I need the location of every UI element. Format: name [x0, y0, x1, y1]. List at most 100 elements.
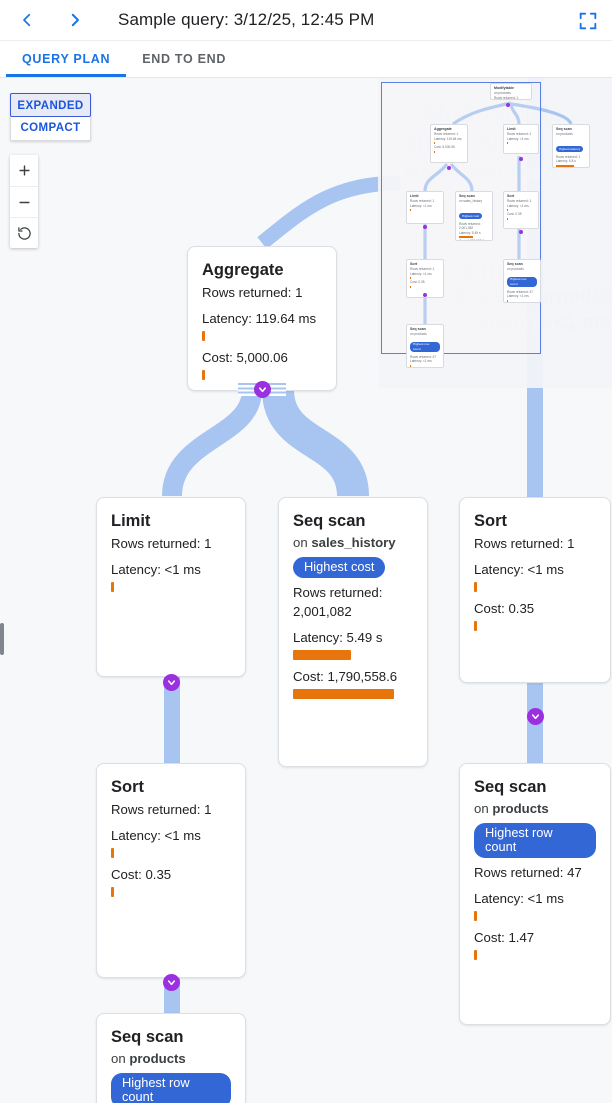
- minimap-node-title: Limit: [507, 127, 516, 131]
- node-relation: on products: [111, 1049, 231, 1068]
- node-rows-returned: Rows returned: 1: [111, 536, 212, 551]
- node-latency: Latency: 5.49 s: [293, 630, 383, 645]
- minimap-cost-bar: [410, 285, 412, 288]
- plan-node-limit[interactable]: Limit Rows returned: 1 Latency: <1 ms: [96, 497, 246, 677]
- minimap-collapse-dot[interactable]: [519, 230, 523, 234]
- latency-bar: [202, 331, 205, 341]
- minimap-node-relation: on products: [507, 267, 524, 271]
- collapse-toggle-sort-left[interactable]: [163, 974, 180, 991]
- minimap-node-title: Seq scan: [459, 194, 475, 198]
- on-label: on: [474, 801, 489, 816]
- plan-node-aggregate[interactable]: Aggregate Rows returned: 1 Latency: 119.…: [187, 246, 337, 391]
- plan-canvas[interactable]: Modifytable on products Rows returned Li…: [0, 78, 612, 1103]
- minimap-node-cost: Cost: 0.35: [507, 212, 522, 217]
- plan-node-seq-scan-sales-history[interactable]: Seq scan on sales_history Highest cost R…: [278, 497, 428, 767]
- view-mode-expanded[interactable]: EXPANDED: [10, 93, 91, 117]
- node-rows-returned: Rows returned: 2,001,082: [293, 585, 383, 619]
- cost-bar: [474, 950, 477, 960]
- minimap-latency-bar: [507, 209, 509, 212]
- node-cost: Cost: 1,790,558.6: [293, 669, 398, 684]
- node-relation: on products: [474, 799, 596, 818]
- zoom-controls: [10, 155, 38, 248]
- minimap-node-badge: Highest row count: [507, 276, 537, 287]
- zoom-in-button[interactable]: [10, 155, 38, 186]
- minimap-node-badge: Highest row count: [410, 341, 440, 352]
- plan-node-sort-right[interactable]: Sort Rows returned: 1 Latency: <1 ms Cos…: [459, 497, 611, 683]
- minimap-node-rows: Rows returned: 1: [556, 154, 581, 159]
- status-badge-highest-cost[interactable]: Highest cost: [293, 557, 386, 578]
- zoom-reset-button[interactable]: [10, 217, 38, 248]
- node-cost: Cost: 5,000.06: [202, 350, 288, 365]
- minimap-collapse-dot[interactable]: [447, 166, 451, 170]
- back-arrow-icon[interactable]: [10, 3, 44, 37]
- minimap-latency-bar: [459, 236, 473, 239]
- minimap-latency-bar: [410, 364, 412, 367]
- cost-bar: [293, 689, 394, 699]
- node-rows-returned: Rows returned: 47: [474, 865, 582, 880]
- minimap-node-rows: Rows returned: 1: [494, 95, 519, 100]
- minimap-collapse-dot[interactable]: [423, 225, 427, 229]
- minimap-latency-bar: [556, 164, 574, 167]
- minimap-node-rows: Rows returned: 47: [410, 354, 437, 359]
- minimap-node-relation: on products: [556, 132, 573, 136]
- node-rows-returned: Rows returned: 1: [474, 536, 575, 551]
- plan-node-seq-scan-products-bottom[interactable]: Seq scan on products Highest row count R…: [96, 1013, 246, 1103]
- node-latency: Latency: <1 ms: [111, 828, 201, 843]
- minimap-node-cost: Cost: 5,000.06: [434, 145, 455, 150]
- minimap-node-relation: on sales_history: [459, 199, 483, 203]
- node-title: Seq scan: [293, 512, 366, 530]
- plan-node-sort-left[interactable]: Sort Rows returned: 1 Latency: <1 ms Cos…: [96, 763, 246, 978]
- latency-bar: [474, 582, 477, 592]
- node-latency: Latency: 119.64 ms: [202, 311, 317, 326]
- node-cost: Cost: 1.47: [474, 930, 535, 945]
- minimap-latency-bar: [410, 209, 412, 212]
- latency-bar: [111, 582, 114, 592]
- collapse-toggle-aggregate[interactable]: [254, 381, 271, 398]
- minimap-collapse-dot[interactable]: [423, 293, 427, 297]
- view-mode-compact[interactable]: COMPACT: [20, 122, 81, 134]
- minimap-collapse-dot[interactable]: [519, 157, 523, 161]
- minimap-node-title: Seq scan: [507, 262, 523, 266]
- minimap-edge-layer: [423, 101, 573, 324]
- plan-node-seq-scan-products-right[interactable]: Seq scan on products Highest row count R…: [459, 763, 611, 1025]
- minimap-node-title: Sort: [410, 262, 418, 266]
- collapse-toggle-sort-right[interactable]: [527, 708, 544, 725]
- minimap-node-title: Seq scan: [410, 327, 426, 331]
- tab-end-to-end[interactable]: END TO END: [142, 52, 227, 66]
- minimap-node-latency: Latency: <1 ms: [507, 294, 529, 299]
- status-badge-highest-row-count[interactable]: Highest row count: [111, 1073, 231, 1103]
- page-title: Sample query: 3/12/25, 12:45 PM: [118, 10, 375, 29]
- node-rows-returned: Rows returned: 1: [202, 285, 303, 300]
- minimap-collapse-dot[interactable]: [506, 103, 510, 107]
- fullscreen-icon[interactable]: [577, 10, 599, 32]
- latency-bar: [293, 650, 351, 660]
- zoom-out-button[interactable]: [10, 186, 38, 217]
- horizontal-scrollbar-handle[interactable]: [0, 623, 4, 655]
- minimap-node-title: Aggregate: [434, 127, 452, 131]
- forward-arrow-icon[interactable]: [58, 3, 92, 37]
- minimap-node-relation: on products: [494, 91, 511, 95]
- node-title: Sort: [111, 778, 144, 796]
- minimap-latency-bar: [434, 142, 436, 145]
- cost-bar: [111, 887, 114, 897]
- collapse-toggle-limit[interactable]: [163, 674, 180, 691]
- minimap-latency-bar: [507, 299, 509, 302]
- minimap-node-cost: Cost: 1,790,558.6: [459, 239, 489, 240]
- minimap-node-rows: Rows returned: 1: [507, 199, 532, 203]
- on-label: on: [111, 1051, 126, 1066]
- relation-name: products: [129, 1051, 186, 1066]
- status-badge-highest-row-count[interactable]: Highest row count: [474, 823, 596, 858]
- tab-query-plan[interactable]: QUERY PLAN: [6, 41, 127, 77]
- node-cost: Cost: 0.35: [111, 867, 172, 882]
